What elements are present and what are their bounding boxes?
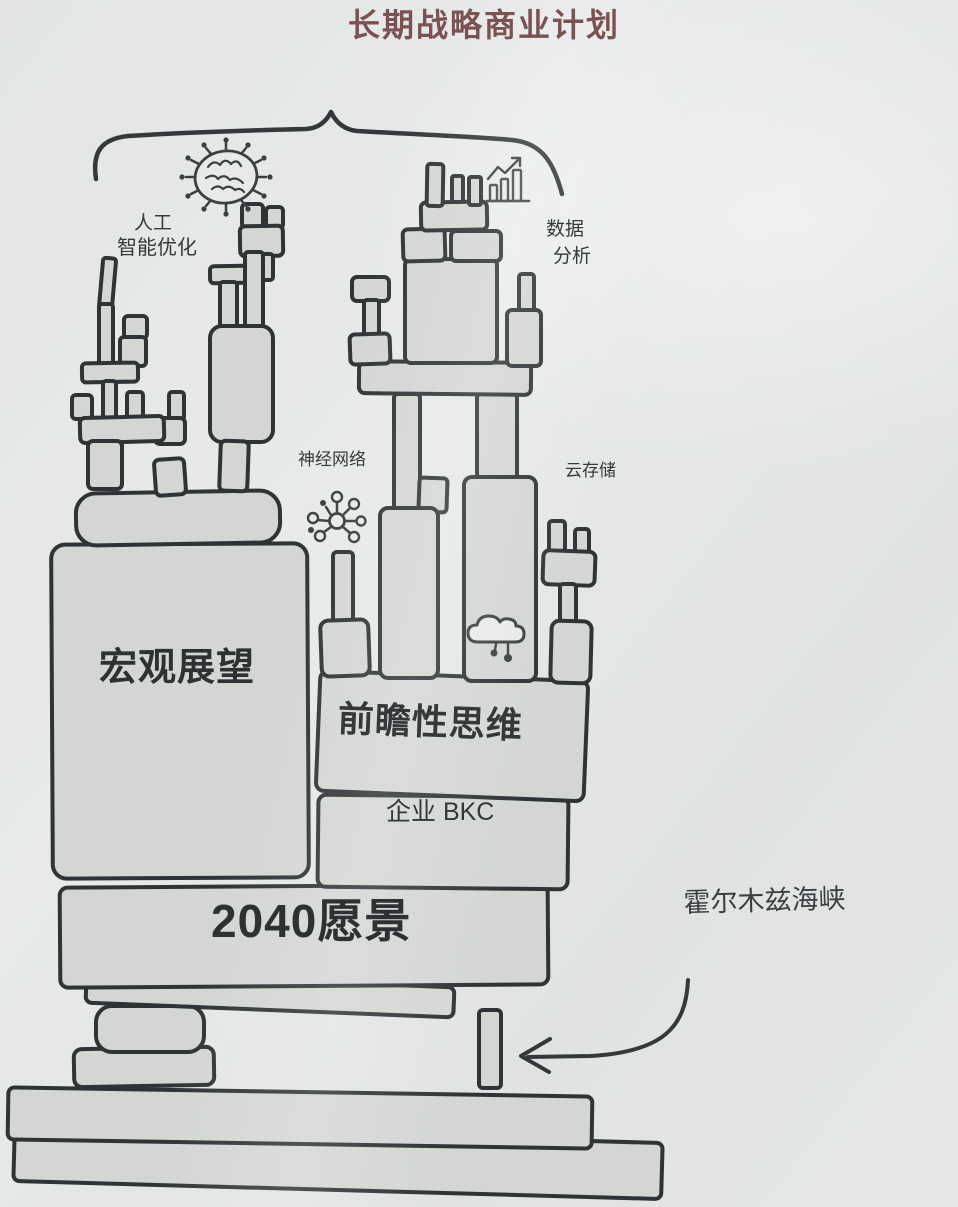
block [347,331,393,367]
brain-network-icon [179,137,273,217]
block [86,439,124,491]
block [208,324,275,444]
block [540,548,598,588]
tower-mid-band [318,392,598,686]
block [548,618,594,686]
tower-upper-left [70,202,286,498]
tower-upper-middle [347,161,543,397]
molecule-icon [306,490,367,544]
block [73,488,283,548]
block [467,175,483,207]
label-macro-outlook: 宏观展望 [99,647,256,689]
diagram-title: 长期战略商业计划 [347,7,620,43]
block [505,308,543,368]
block [94,1004,206,1054]
block [101,379,118,420]
label-ai-line2: 智能优化 [117,237,197,259]
label-vision-2040: 2040愿景 [211,895,412,947]
block [318,617,372,679]
block [392,392,422,514]
label-neural-network: 神经网络 [298,450,366,469]
base-plank-upper [5,1085,595,1151]
block [218,280,239,331]
block-rain-cloud [462,475,538,683]
rain-cloud-icon [466,614,526,662]
block [243,250,265,330]
label-data-line1: 数据 [546,219,585,240]
label-ai-line1: 人工 [134,213,173,234]
label-data-line2: 分析 [553,246,592,267]
block [122,314,149,340]
block [77,414,167,445]
block [378,506,440,680]
label-cloud-storage: 云存储 [565,461,616,480]
tower-base [5,970,665,1201]
block [350,275,391,303]
label-enterprise-bkc: 企业 BKC [386,798,495,826]
block [475,392,519,480]
growth-chart-icon [485,156,531,203]
block [70,393,94,421]
label-hormuz-strait: 霍尔木兹海峡 [683,883,846,918]
block-forward-thinking [314,668,590,804]
block [331,550,355,626]
block-macro-outlook [49,541,311,881]
block [450,174,465,204]
curly-brace [92,109,565,197]
block-vision-2040 [57,882,551,990]
block [217,438,251,494]
block [97,302,115,368]
hormuz-stick [477,1008,503,1090]
block [152,456,188,498]
block [449,229,503,263]
block [400,226,448,264]
block [356,359,534,397]
tower-main [49,488,590,990]
label-forward-thinking: 前瞻性思维 [337,697,524,747]
block [167,390,186,422]
curved-arrow-icon [519,978,690,1074]
block [424,161,446,209]
block [403,257,499,365]
